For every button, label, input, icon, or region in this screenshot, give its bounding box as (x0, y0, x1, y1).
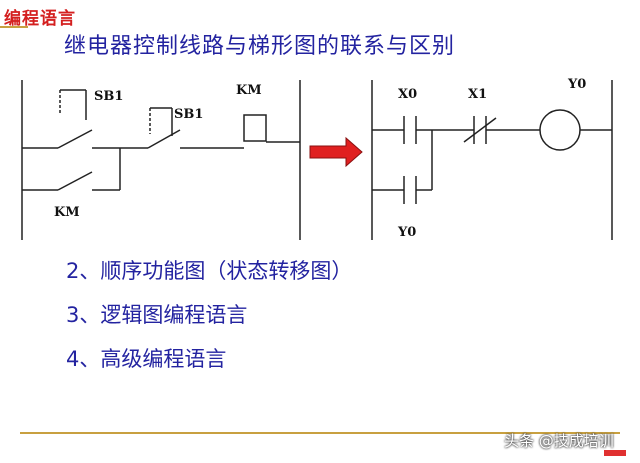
km-coil (243, 114, 267, 142)
footer-rule (20, 432, 620, 434)
x1-label: X1 (468, 87, 487, 102)
corner-mark (604, 450, 626, 456)
circuit-diagrams: SB1 SB1 KM KM X0 X1 Y0 Y (21, 77, 613, 240)
sb1-switch-blade (57, 129, 93, 149)
relay-control-circuit (21, 80, 301, 240)
x1-nc-slash (463, 117, 497, 143)
language-list: 2、顺序功能图（状态转移图） 3、逻辑图编程语言 4、高级编程语言 (66, 256, 352, 388)
list-item: 2、顺序功能图（状态转移图） (66, 259, 353, 283)
sb1b-switch-blade (147, 129, 181, 149)
km-coil-label: KM (236, 83, 262, 98)
sb1-label-2: SB1 (174, 107, 203, 122)
km-contact-label: KM (54, 205, 80, 220)
y0-coil-label: Y0 (567, 77, 586, 92)
ladder-diagram (371, 80, 613, 240)
conversion-arrow-icon (309, 136, 363, 168)
km-contact-blade (57, 171, 93, 191)
y0-coil (539, 109, 581, 151)
x0-label: X0 (398, 87, 417, 102)
section-label: 编程语言 (4, 9, 76, 29)
slide-title: 继电器控制线路与梯形图的联系与区别 (64, 34, 456, 59)
watermark: 头条 @技成培训 (504, 432, 614, 450)
list-item: 4、高级编程语言 (66, 347, 227, 371)
list-item: 3、逻辑图编程语言 (66, 303, 248, 327)
sb1-label: SB1 (94, 89, 123, 104)
header-rule (0, 26, 28, 28)
y0-contact-label: Y0 (397, 225, 416, 240)
